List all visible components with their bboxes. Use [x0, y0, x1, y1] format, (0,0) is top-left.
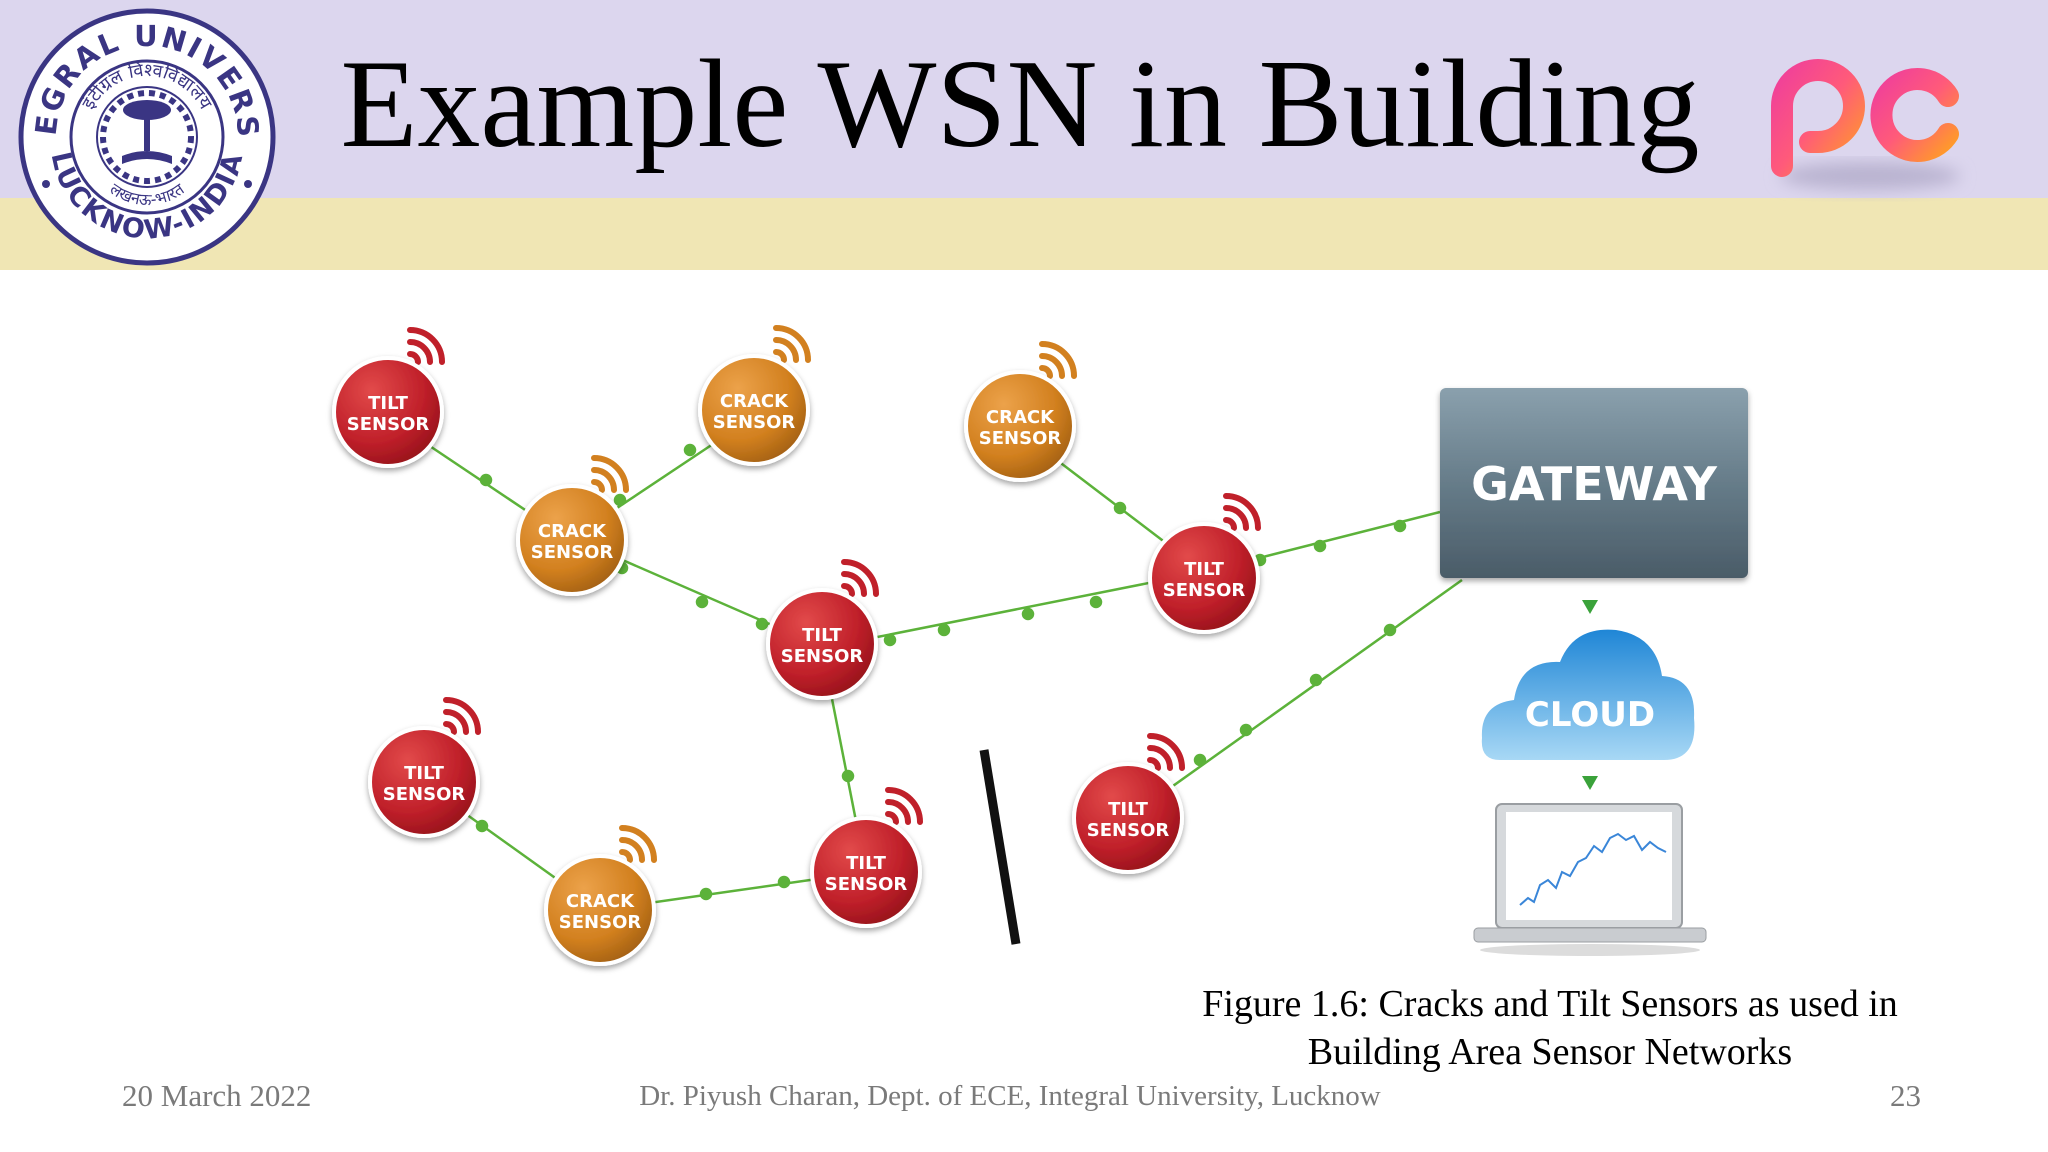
- pc-brand-logo: [1771, 59, 1960, 190]
- sensor-label-line2: SENSOR: [1087, 820, 1170, 841]
- sensor-label-line2: SENSOR: [825, 874, 908, 895]
- sensor-node-tilt: TILT SENSOR: [1072, 733, 1185, 874]
- laptop-icon: [1473, 803, 1707, 956]
- gateway-label: GATEWAY: [1471, 457, 1717, 511]
- sensor-label-line1: TILT: [1184, 559, 1224, 580]
- sensor-label-line2: SENSOR: [781, 646, 864, 667]
- sensor-label-line1: CRACK: [538, 521, 607, 542]
- wall-divider: [979, 749, 1021, 945]
- page-number: 23: [1890, 1078, 1921, 1113]
- sensor-node-crack: CRACK SENSOR: [964, 341, 1077, 482]
- sensor-node-crack: CRACK SENSOR: [516, 455, 629, 596]
- sensor-label-line1: CRACK: [986, 407, 1055, 428]
- sensor-label-line1: TILT: [1108, 799, 1148, 820]
- footer-date: 20 March 2022: [122, 1078, 312, 1113]
- sensor-node-tilt: TILT SENSOR: [810, 787, 923, 928]
- sensor-node-crack: CRACK SENSOR: [698, 325, 811, 466]
- sensor-label-line2: SENSOR: [531, 542, 614, 563]
- sensor-label-line2: SENSOR: [559, 912, 642, 933]
- sensor-node-tilt: TILT SENSOR: [368, 697, 481, 838]
- sensor-label-line1: CRACK: [566, 891, 635, 912]
- university-seal-logo: INTEGRAL UNIVERSITY LUCKNOW-INDIA इंटीग्…: [16, 6, 276, 266]
- sensor-label-line1: TILT: [846, 853, 886, 874]
- link-s6-s5: [821, 570, 1205, 650]
- arrow-down-icon: [1582, 776, 1598, 790]
- sensor-node-tilt: TILT SENSOR: [332, 327, 445, 468]
- cloud-icon: CLOUD: [1481, 629, 1695, 760]
- footer-author: Dr. Piyush Charan, Dept. of ECE, Integra…: [639, 1080, 1381, 1112]
- caption-line: Figure 1.6: Cracks and Tilt Sensors as u…: [1202, 983, 1898, 1025]
- sensor-label-line1: TILT: [404, 763, 444, 784]
- accent-band: [0, 198, 2048, 270]
- sensor-label-line2: SENSOR: [347, 414, 430, 435]
- sensor-label-line2: SENSOR: [713, 412, 796, 433]
- slide-title: Example WSN in Building: [340, 35, 1700, 174]
- figure-caption: Figure 1.6: Cracks and Tilt Sensors as u…: [1150, 980, 1950, 1076]
- sensor-label-line1: CRACK: [720, 391, 789, 412]
- sensor-label-line2: SENSOR: [979, 428, 1062, 449]
- sensor-node-tilt: TILT SENSOR: [766, 559, 879, 700]
- sensor-label-line2: SENSOR: [1163, 580, 1246, 601]
- sensor-label-line1: TILT: [802, 625, 842, 646]
- title-band: [0, 0, 2048, 198]
- link-s10-gateway: [1127, 578, 1463, 820]
- sensor-node-crack: CRACK SENSOR: [544, 825, 657, 966]
- sensor-label-line1: TILT: [368, 393, 408, 414]
- cloud-label: CLOUD: [1525, 695, 1655, 735]
- caption-line: Building Area Sensor Networks: [1307, 1031, 1793, 1073]
- arrow-down-icon: [1582, 600, 1598, 614]
- gateway-box: GATEWAY: [1440, 388, 1748, 578]
- sensor-node-tilt: TILT SENSOR: [1148, 493, 1261, 634]
- sensor-label-line2: SENSOR: [383, 784, 466, 805]
